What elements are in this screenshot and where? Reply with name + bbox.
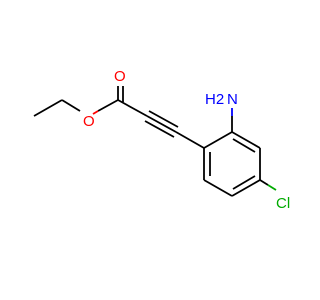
bond-o-c-ester xyxy=(97,99,119,112)
triple-bond-2 xyxy=(148,110,179,128)
bond-ring-cl-green xyxy=(267,184,277,191)
ring-bond-2 xyxy=(231,131,261,149)
bond-alkyne-ring xyxy=(175,131,205,149)
amine-n-label: N xyxy=(227,91,238,108)
carbonyl-oxygen-label: O xyxy=(114,68,126,85)
triple-bond-1 xyxy=(146,115,177,133)
bond-c-alkyne xyxy=(117,99,148,117)
ring-bond-5 xyxy=(203,179,233,197)
ring-bond-1 xyxy=(203,131,233,149)
chlorine-label: Cl xyxy=(276,195,290,212)
bond-ch3-ch2 xyxy=(33,99,63,117)
bond-ch2-o xyxy=(61,99,81,112)
molecule-structure: O O N H2 Cl xyxy=(33,68,290,212)
ring-bond-4 xyxy=(231,179,261,197)
bond-o-c-ester-red xyxy=(92,110,99,115)
ring-bond-4-inner xyxy=(232,175,256,190)
triple-bond-3 xyxy=(144,120,175,138)
ring-bond-2-inner xyxy=(232,138,256,153)
ester-oxygen-label: O xyxy=(83,113,95,130)
amine-h2-label: H2 xyxy=(205,91,224,108)
bond-ring-cl xyxy=(259,179,269,186)
